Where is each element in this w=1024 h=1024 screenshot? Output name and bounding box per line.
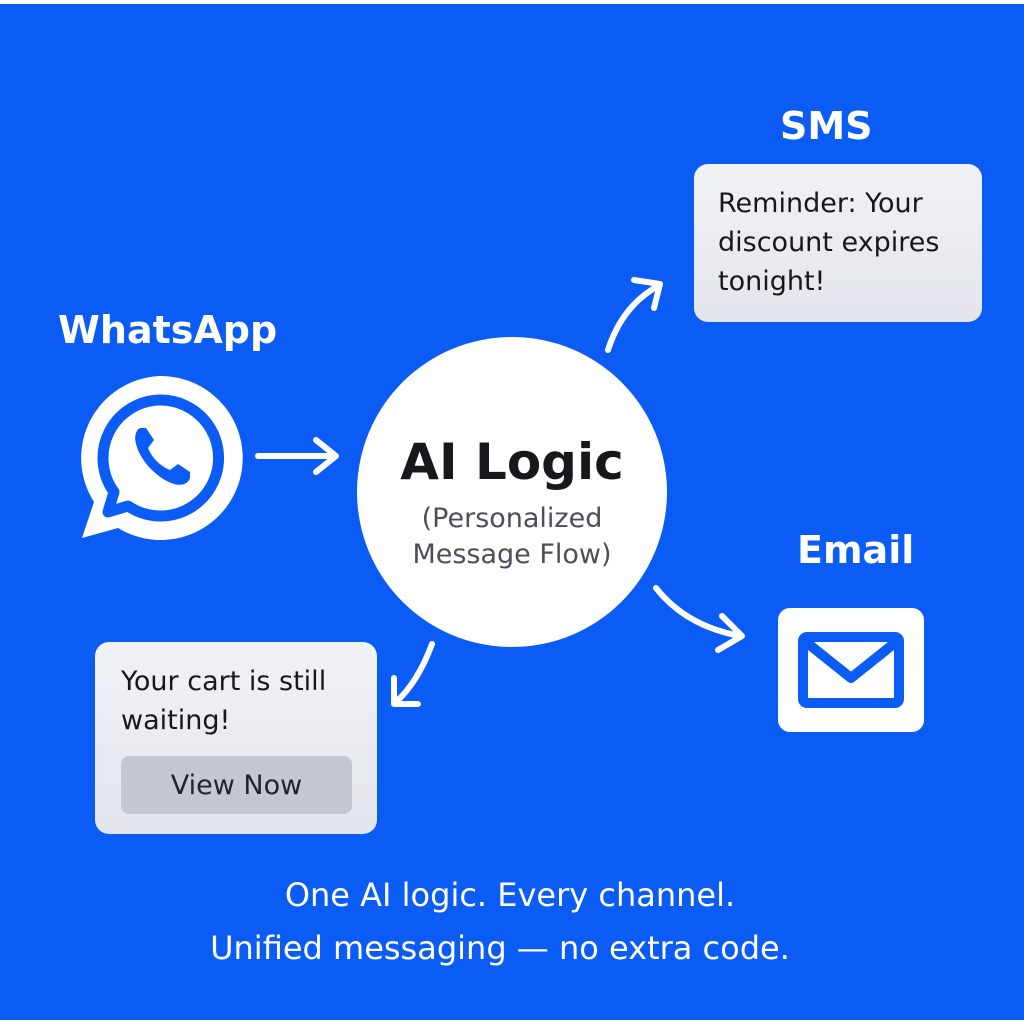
cart-message-text: Your cart is still waiting! [121,666,327,736]
sms-label: SMS [780,104,873,148]
sms-message-text: Reminder: Your discount expires tonight! [718,188,940,297]
diagram-canvas: SMS Reminder: Your discount expires toni… [0,4,1024,1020]
sms-message-card: Reminder: Your discount expires tonight! [694,164,982,322]
tagline-line-2: Unified messaging — no extra code. [210,929,790,967]
arrow-ai-to-cart [391,641,435,707]
arrow-whatsapp-to-ai [255,437,339,475]
arrow-ai-to-email [653,585,745,653]
view-now-button[interactable]: View Now [121,756,352,814]
whatsapp-icon [78,375,243,540]
tagline-line-1: One AI logic. Every channel. [284,876,736,914]
envelope-icon [778,608,924,732]
ai-logic-subtitle: (Personalized Message Flow) [412,503,612,570]
ai-logic-title: AI Logic [400,433,624,491]
whatsapp-label: WhatsApp [58,308,278,352]
cart-message-card: Your cart is still waiting! View Now [95,642,377,834]
ai-logic-node: AI Logic (Personalized Message Flow) [357,337,667,647]
arrow-ai-to-sms [605,277,663,353]
email-label: Email [797,528,915,572]
